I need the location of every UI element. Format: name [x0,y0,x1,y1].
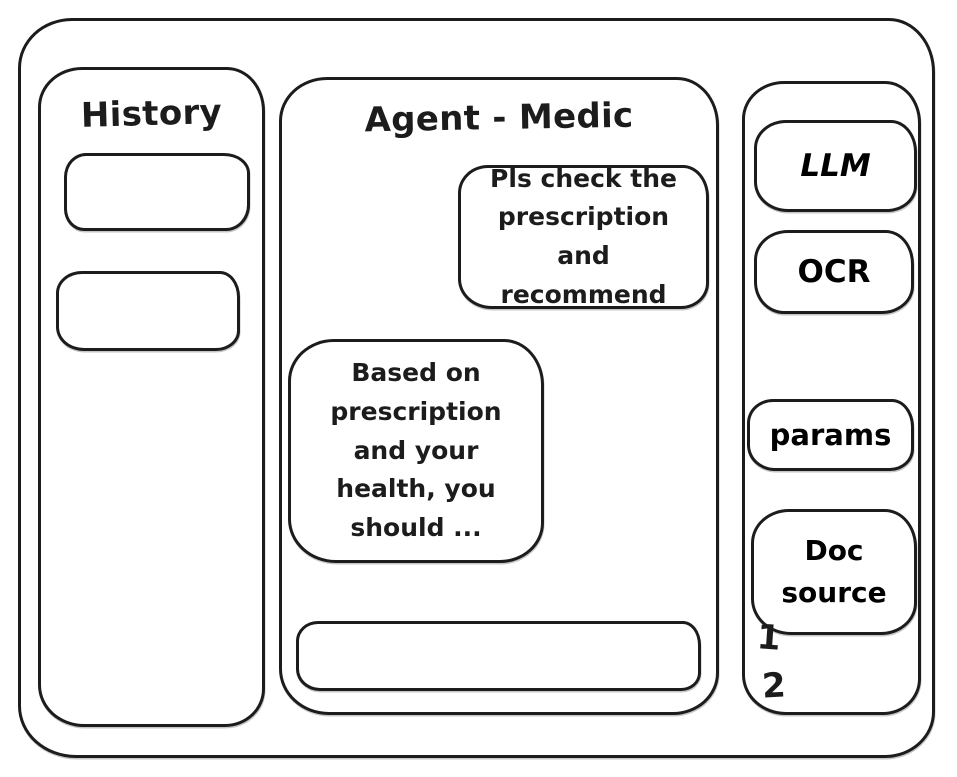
doc-source-button[interactable]: Doc source [751,509,917,635]
assistant-message-bubble: Based on prescription and your health, y… [288,339,544,563]
history-item[interactable] [64,153,250,231]
chat-panel: Agent - Medic Pls check the prescription… [279,77,719,715]
chat-title: Agent - Medic [364,95,634,141]
doc-source-item-1[interactable]: 1 [755,617,783,659]
tools-panel: LLM OCR params Doc source 1 2 [742,81,921,715]
ocr-button[interactable]: OCR [754,230,914,314]
history-panel: History [38,67,265,727]
chat-input[interactable] [296,621,701,691]
app-window: History Agent - Medic Pls check the pres… [18,18,935,758]
history-item[interactable] [56,271,240,351]
history-title: History [80,92,223,136]
doc-source-item-2[interactable]: 2 [760,665,787,707]
params-button[interactable]: params [747,399,914,471]
user-message-bubble: Pls check the prescription and recommend [458,164,709,309]
llm-button[interactable]: LLM [754,120,917,212]
